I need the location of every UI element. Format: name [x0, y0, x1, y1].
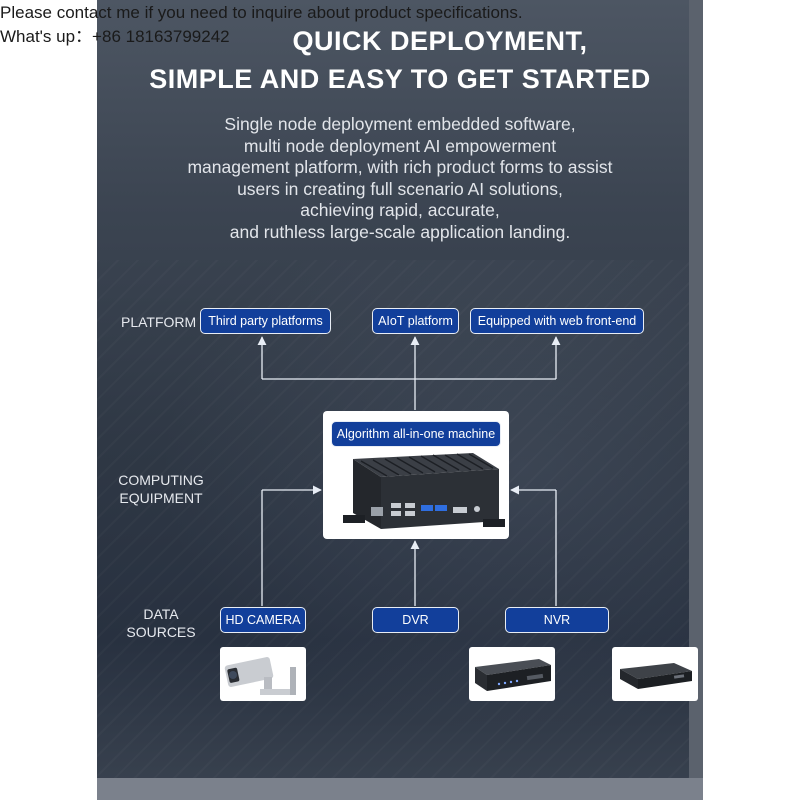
computing-label: COMPUTING EQUIPMENT	[117, 471, 205, 507]
computing-label-line: EQUIPMENT	[119, 490, 203, 506]
dvr-device-icon	[475, 659, 551, 691]
description-line: management platform, with rich product f…	[187, 157, 613, 178]
web-front-end-box: Equipped with web front-end	[470, 308, 644, 334]
hd-camera-icon	[224, 657, 296, 695]
data-sources-label: DATA SOURCES	[123, 605, 199, 641]
description-line: and ruthless large-scale application lan…	[229, 221, 571, 242]
description-line: Single node deployment embedded software…	[224, 114, 576, 134]
data-sources-label-line: DATA	[143, 606, 179, 622]
nvr-device-icon	[620, 663, 692, 689]
description-line: multi node deployment AI empowerment	[243, 135, 557, 156]
description-line: achieving rapid, accurate,	[300, 200, 500, 221]
hd-camera-box: HD CAMERA	[220, 607, 306, 633]
hd-camera-thumbnail	[220, 647, 306, 701]
frame-edge	[689, 0, 703, 800]
platform-label: PLATFORM	[121, 314, 197, 330]
contact-note: Please contact me if you need to inquire…	[0, 3, 523, 22]
poster: QUICK DEPLOYMENT, SIMPLE AND EASY TO GET…	[97, 0, 703, 800]
title-line-1: QUICK DEPLOYMENT,	[292, 26, 588, 56]
dvr-box: DVR	[372, 607, 459, 633]
description: Single node deployment embedded software…	[97, 114, 703, 244]
description-line: users in creating full scenario AI solut…	[237, 178, 563, 199]
nvr-box: NVR	[505, 607, 609, 633]
algorithm-machine-box: Algorithm all-in-one machine	[331, 421, 501, 447]
computing-label-line: COMPUTING	[118, 472, 204, 488]
title-line-2: SIMPLE AND EASY TO GET STARTED	[149, 64, 651, 94]
third-party-platforms-box: Third party platforms	[200, 308, 331, 334]
fanless-computer-icon	[343, 453, 505, 529]
frame-bottom	[97, 778, 703, 800]
connector-lines	[257, 336, 561, 606]
data-sources-label-line: SOURCES	[126, 624, 196, 640]
dvr-thumbnail	[469, 647, 555, 701]
aiot-platform-box: AIoT platform	[372, 308, 459, 334]
machine-panel: Algorithm all-in-one machine	[323, 411, 509, 539]
contact-phone: What's up：+86 18163799242	[0, 27, 230, 46]
nvr-thumbnail	[612, 647, 698, 701]
